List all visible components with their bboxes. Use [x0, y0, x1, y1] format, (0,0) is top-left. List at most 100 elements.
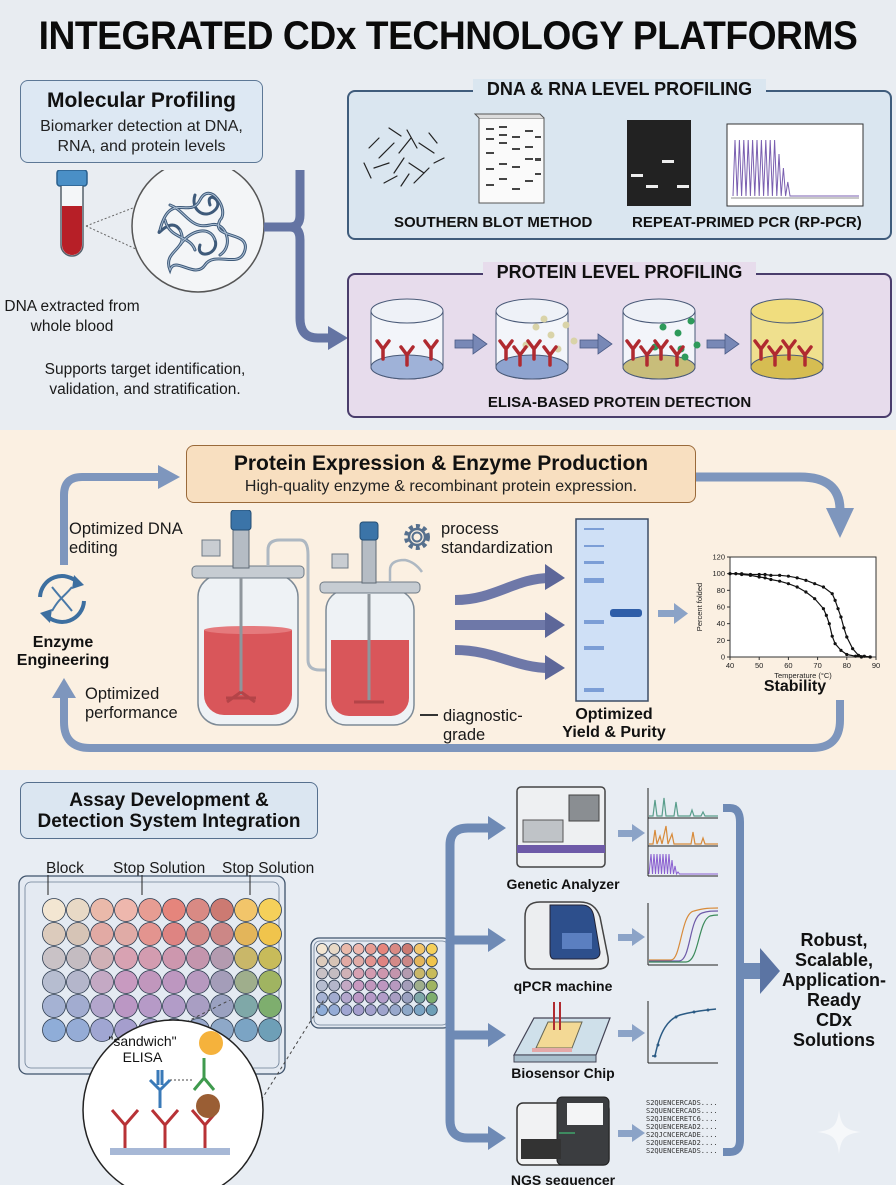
well: [66, 994, 90, 1018]
well: [328, 967, 341, 980]
well: [186, 922, 210, 946]
rp-pcr-label: REPEAT-PRIMED PCR (RP-PCR): [632, 214, 862, 231]
electropherogram-traces: [647, 788, 718, 877]
well: [389, 991, 402, 1004]
sequence-reads: S2QUENCERCADS....S2QUENCERCADS....S2QJEN…: [646, 1099, 726, 1155]
antibody-icon: [526, 339, 542, 361]
enzyme-engineering-label: Enzyme Engineering: [16, 634, 110, 669]
well: [364, 991, 377, 1004]
plate-label-stop-1: Stop Solution: [113, 860, 206, 877]
outcome-line: Solutions: [793, 1030, 875, 1050]
data-point: [827, 622, 831, 626]
well: [90, 1018, 114, 1042]
southern-blot-label: SOUTHERN BLOT METHOD: [394, 214, 593, 231]
performance-annotation: Optimized performance: [85, 685, 178, 722]
well: [138, 946, 162, 970]
well: [90, 946, 114, 970]
analyte-dot: [532, 323, 540, 331]
blood-tube-icon: [56, 170, 88, 257]
support-text: Supports target identification, validati…: [44, 361, 246, 398]
well: [316, 955, 328, 968]
well: [114, 970, 138, 994]
well: [316, 979, 328, 992]
well: [162, 970, 186, 994]
well: [234, 1018, 258, 1042]
assay-heading: Assay Development & Detection System Int…: [37, 790, 301, 832]
well: [352, 1004, 365, 1016]
instrument-arrows: [445, 804, 780, 1156]
data-point: [830, 634, 834, 638]
well: [425, 943, 438, 955]
well: [210, 922, 234, 946]
well: [316, 967, 328, 980]
data-point: [833, 598, 837, 602]
well: [90, 922, 114, 946]
well: [258, 994, 282, 1018]
well: [138, 970, 162, 994]
sequence-read: S2QUENCEREAD2....: [646, 1123, 718, 1131]
antibody-icon: [797, 345, 813, 367]
x-tick-label: 50: [755, 661, 763, 670]
well: [90, 970, 114, 994]
data-point: [845, 635, 849, 639]
sequence-read: S2QJCNCERCADE....: [646, 1131, 718, 1139]
data-point: [786, 582, 790, 586]
well: [258, 1018, 282, 1042]
well: [114, 898, 138, 922]
well: [66, 946, 90, 970]
biosensor-chip-icon: [512, 1002, 611, 1063]
well: [389, 943, 402, 955]
analyte-dot: [540, 315, 548, 323]
bioreactors-illustration: [191, 510, 424, 726]
well-plate-large: [18, 875, 286, 1075]
well: [425, 991, 438, 1004]
data-point: [757, 575, 761, 579]
y-tick-label: 40: [717, 619, 725, 628]
dna-rna-illustrations: [363, 113, 864, 207]
well: [364, 943, 377, 955]
x-axis-label: Temperature (°C): [774, 671, 832, 680]
well: [413, 943, 426, 955]
well: [413, 991, 426, 1004]
antibody-icon: [639, 345, 655, 367]
well: [162, 922, 186, 946]
well: [114, 922, 138, 946]
well: [352, 955, 365, 968]
data-point: [851, 647, 855, 651]
data-point: [786, 574, 790, 578]
process-annotation: process standardization: [441, 520, 553, 557]
elisa-well-step-3: [622, 298, 701, 380]
data-point: [862, 654, 866, 658]
outcome-line: Robust,: [800, 930, 868, 950]
protein-expression-subtitle: High-quality enzyme & recombinant protei…: [244, 478, 638, 495]
well: [186, 946, 210, 970]
analyte-dot: [570, 337, 578, 345]
well: [42, 994, 66, 1018]
well: [42, 922, 66, 946]
leader-line: [420, 714, 438, 716]
well: [258, 970, 282, 994]
data-point: [821, 585, 826, 589]
well: [316, 991, 328, 1004]
gel-caption: Optimized Yield & Purity: [562, 706, 666, 741]
elisa-steps-illustration: [370, 298, 824, 380]
instrument-label-biosensor: Biosensor Chip: [511, 1065, 615, 1081]
well: [377, 979, 389, 992]
elisa-well-step-1: [370, 298, 444, 380]
well: [340, 1004, 353, 1016]
antibody-icon: [542, 345, 558, 367]
sandwich-elisa-zoom: [82, 1000, 325, 1185]
dna-rna-panel-heading: DNA & RNA LEVEL PROFILING: [349, 79, 890, 100]
well: [340, 967, 353, 980]
data-point: [748, 572, 753, 577]
data-point: [763, 576, 767, 580]
flow-arrows: [455, 564, 565, 680]
x-tick-label: 90: [872, 661, 880, 670]
well: [234, 994, 258, 1018]
well: [138, 898, 162, 922]
well: [66, 1018, 90, 1042]
data-point: [804, 578, 808, 582]
outcome-line: Scalable,: [794, 950, 874, 970]
well: [413, 955, 426, 968]
bioreactor-1: [191, 510, 305, 726]
